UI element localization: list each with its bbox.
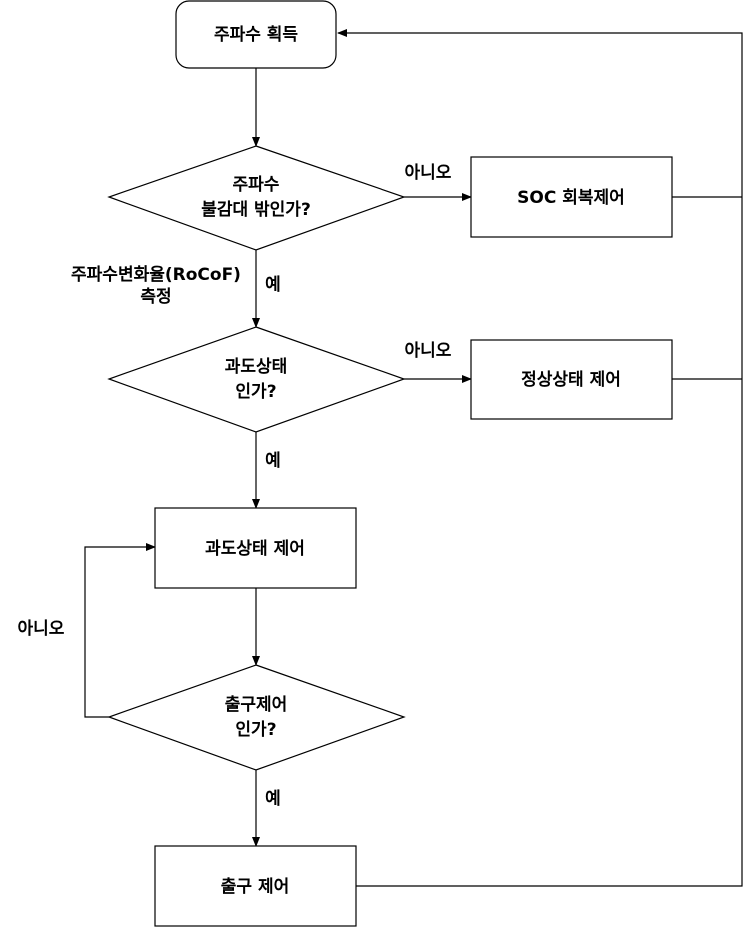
rocof-label-line1: 주파수변화율(RoCoF) (71, 265, 241, 285)
node-exit-control: 출구 제어 (154, 845, 357, 927)
feedback-line (337, 29, 743, 887)
decision2-line2: 인가? (235, 382, 276, 402)
decision2-line1: 과도상태 (225, 357, 288, 377)
soc-recovery-label: SOC 회복제어 (517, 188, 625, 208)
decision-frequency-deadband: 주파수 불감대 밖인가? (107, 145, 406, 251)
decision-exit: 출구제어 인가? (107, 664, 406, 771)
decision1-line2: 불감대 밖인가? (201, 200, 311, 220)
edge-decision3-no-loop (84, 543, 156, 718)
label-no-3: 아니오 (18, 619, 65, 639)
label-no-2: 아니오 (405, 341, 452, 361)
transient-control-label: 과도상태 제어 (205, 539, 305, 559)
steady-state-label: 정상상태 제어 (521, 370, 621, 390)
label-yes-3: 예 (265, 789, 281, 809)
decision1-line1: 주파수 (233, 175, 280, 195)
decision3-line2: 인가? (235, 720, 276, 740)
decision-transient: 과도상태 인가? (107, 326, 406, 433)
label-yes-1: 예 (265, 275, 281, 295)
rocof-label-line2: 측정 (140, 287, 171, 307)
label-yes-2: 예 (265, 451, 281, 471)
node-transient-control: 과도상태 제어 (154, 507, 357, 589)
label-no-1: 아니오 (405, 163, 452, 183)
node-start-label: 주파수 획득 (214, 25, 298, 45)
node-start: 주파수 획득 (175, 0, 337, 69)
node-soc-recovery: SOC 회복제어 (470, 156, 673, 238)
decision3-line1: 출구제어 (225, 695, 288, 715)
node-steady-state: 정상상태 제어 (470, 339, 673, 420)
exit-control-label: 출구 제어 (221, 877, 289, 897)
